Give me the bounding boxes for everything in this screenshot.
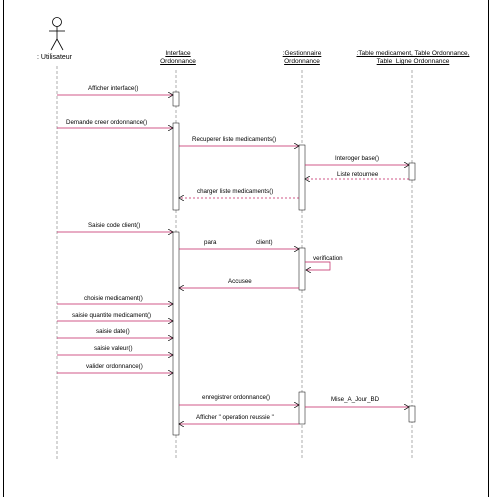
actor-name: : Utilisateur <box>37 54 73 61</box>
object-tables-line1: :Table medicament, Table Ordonnance, <box>356 50 470 57</box>
msg-interoger-base: Interoger base() <box>335 155 379 162</box>
object-gestionnaire-ordonnance: :Gestionnaire Ordonnance <box>262 50 342 66</box>
msg-demande-creer-ordonnance: Demande creer ordonnance() <box>66 119 147 126</box>
object-interface-ordonnance: Interface Ordonnance <box>136 50 220 66</box>
msg-choisie-medicament: choisie medicament() <box>84 295 143 302</box>
object-interface-line2: Ordonnance <box>160 58 196 65</box>
object-gestionnaire-line1: :Gestionnaire <box>282 50 322 57</box>
msg-liste-retournee: Liste retournee <box>337 171 379 178</box>
arrow-verification-self <box>305 261 331 270</box>
msg-para: para <box>204 239 217 246</box>
actor-stick-figure-icon <box>49 17 65 51</box>
object-interface-line1: Interface <box>165 50 191 57</box>
object-tables-line2: Table_Ligne Ordonnance <box>376 58 450 65</box>
msg-saisie-quantite: saisie quantite medicament() <box>72 312 151 319</box>
activation-interface-3 <box>172 231 180 436</box>
msg-charger-liste: charger liste medicaments() <box>197 188 273 195</box>
object-tables: :Table medicament, Table Ordonnance, Tab… <box>340 50 486 66</box>
frame-left-edge <box>3 0 4 497</box>
msg-recuperer-liste: Recuperer liste medicaments() <box>192 136 276 143</box>
activation-gestionnaire-1 <box>298 144 306 211</box>
activation-tables-2 <box>408 405 416 423</box>
msg-afficher-interface: Afficher interface() <box>88 85 138 92</box>
msg-accusee: Accusee <box>228 278 252 285</box>
activation-interface-1 <box>172 91 180 107</box>
activation-gestionnaire-3 <box>298 391 306 425</box>
msg-saisie-valeur: saisie valeur() <box>94 345 133 352</box>
activation-interface-2 <box>172 122 180 211</box>
msg-afficher-operation-reussie: Afficher " operation reussie " <box>196 414 274 421</box>
msg-client: client) <box>256 239 273 246</box>
msg-verification: verification <box>313 255 343 262</box>
msg-enregistrer-ordonnance: enregistrer ordonnance() <box>202 394 270 401</box>
object-gestionnaire-line2: Ordonnance <box>284 58 320 65</box>
activation-tables-1 <box>408 162 416 181</box>
frame-right-edge <box>488 0 489 497</box>
msg-valider-ordonnance: valider ordonnance() <box>86 363 143 370</box>
activation-gestionnaire-2 <box>298 247 306 291</box>
msg-saisie-date: saisie date() <box>96 328 130 335</box>
msg-mise-a-jour-bd: Mise_A_Jour_BD <box>331 396 380 403</box>
msg-saisie-code-client: Saisie code client() <box>88 222 140 229</box>
